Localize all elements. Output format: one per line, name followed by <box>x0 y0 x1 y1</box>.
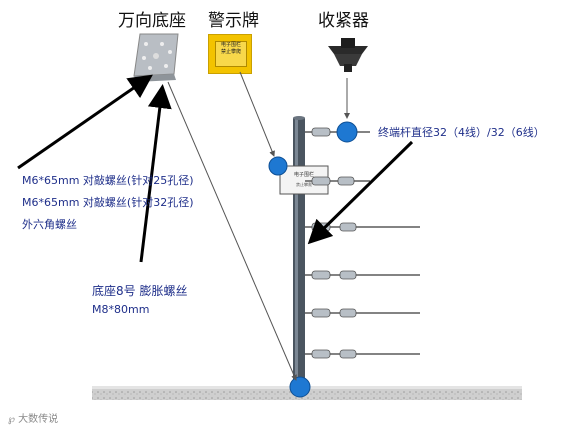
terminal-pole-arrow <box>307 140 414 245</box>
sign-leader-line <box>239 71 275 157</box>
fence-wires <box>305 131 420 355</box>
sign-marker <box>268 156 288 176</box>
bolt-arrow <box>17 74 153 170</box>
base-leader-line <box>167 81 297 381</box>
expansion-bolt-arrow <box>139 84 172 263</box>
warning-sign-text-2: 禁止攀爬 <box>220 49 241 55</box>
label-bolt-25: M6*65mm 对敲螺丝(针对25孔径) <box>22 174 194 187</box>
label-hex-bolt: 外六角螺丝 <box>22 218 77 231</box>
title-warning-sign: 警示牌 <box>208 11 259 31</box>
title-base: 万向底座 <box>118 11 186 31</box>
watermark-text: 大数传说 <box>18 414 59 425</box>
svg-text:禁止攀爬: 禁止攀爬 <box>296 181 312 187</box>
label-terminal-pole: 终端杆直径32（4线）/32（6线） <box>378 126 545 139</box>
title-tensioner: 收紧器 <box>318 11 369 31</box>
terminal-pole-highlight <box>295 118 298 388</box>
label-expansion-size: M8*80mm <box>92 303 150 316</box>
label-bolt-32: M6*65mm 对敲螺丝(针对32孔径) <box>22 196 194 209</box>
wire-insulators <box>311 127 357 359</box>
watermark-icon: ℘ <box>8 414 15 425</box>
watermark: ℘ 大数传说 <box>8 410 58 425</box>
terminal-pole <box>293 118 305 388</box>
tensioner-marker <box>336 121 358 143</box>
label-expansion-bolt: 底座8号 膨胀螺丝 <box>92 284 188 298</box>
warning-sign-text-1: 电子围栏 <box>220 42 241 48</box>
base-plate-image <box>133 33 179 82</box>
base-marker <box>289 376 311 398</box>
tensioner-image <box>328 38 368 72</box>
warning-sign-plate: 电子围栏 禁止攀爬 <box>215 41 247 67</box>
warning-sign-image: 电子围栏 禁止攀爬 <box>208 34 252 74</box>
svg-text:电子围栏: 电子围栏 <box>294 171 314 178</box>
